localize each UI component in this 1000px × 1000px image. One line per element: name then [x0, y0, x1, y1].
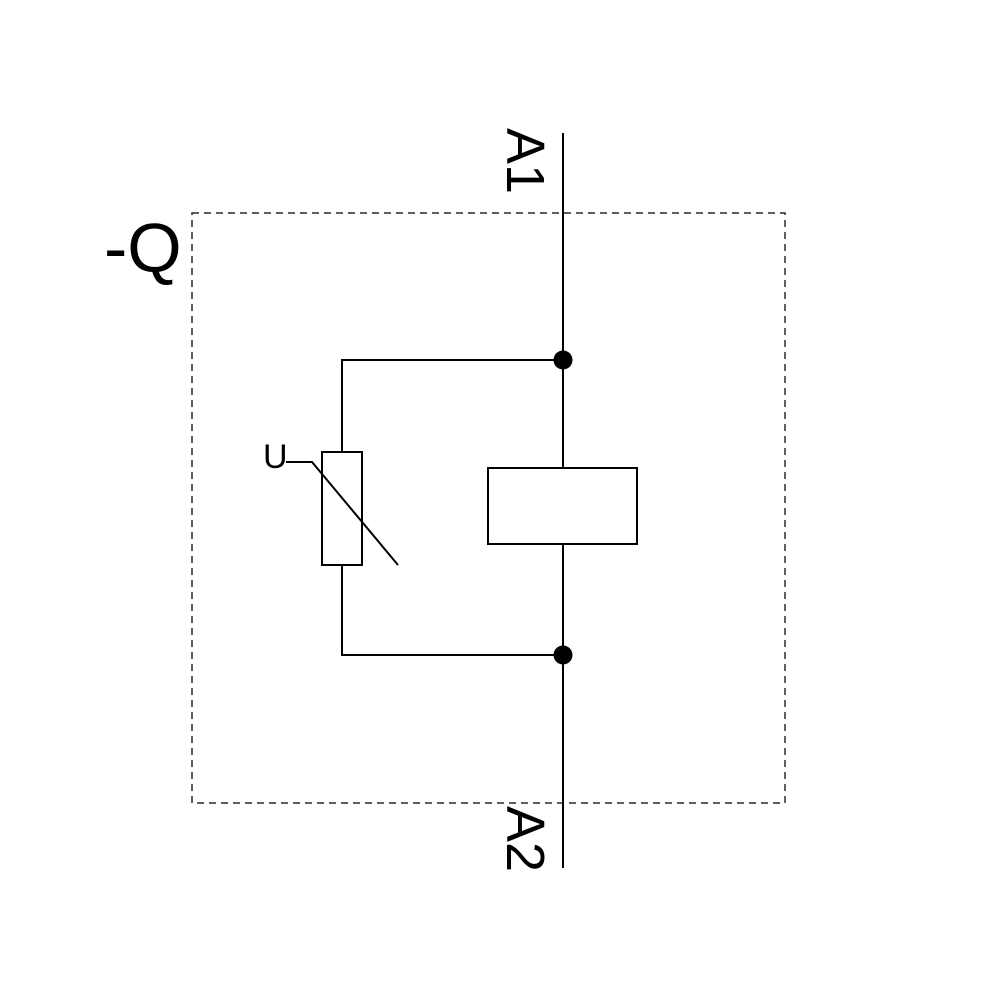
coil-body: [487, 467, 638, 545]
junction-dot-top: [553, 350, 573, 370]
terminal-label-a1: A1: [495, 128, 555, 194]
varistor-branch-wire: [341, 359, 563, 656]
device-label: -Q: [104, 209, 182, 287]
varistor-body: [321, 451, 363, 566]
varistor-diagonal-strike: [286, 461, 399, 566]
varistor-label: U: [263, 438, 288, 476]
junction-dot-bottom: [553, 645, 573, 665]
component-boundary: [191, 212, 786, 804]
terminal-label-a2: A2: [495, 806, 555, 872]
